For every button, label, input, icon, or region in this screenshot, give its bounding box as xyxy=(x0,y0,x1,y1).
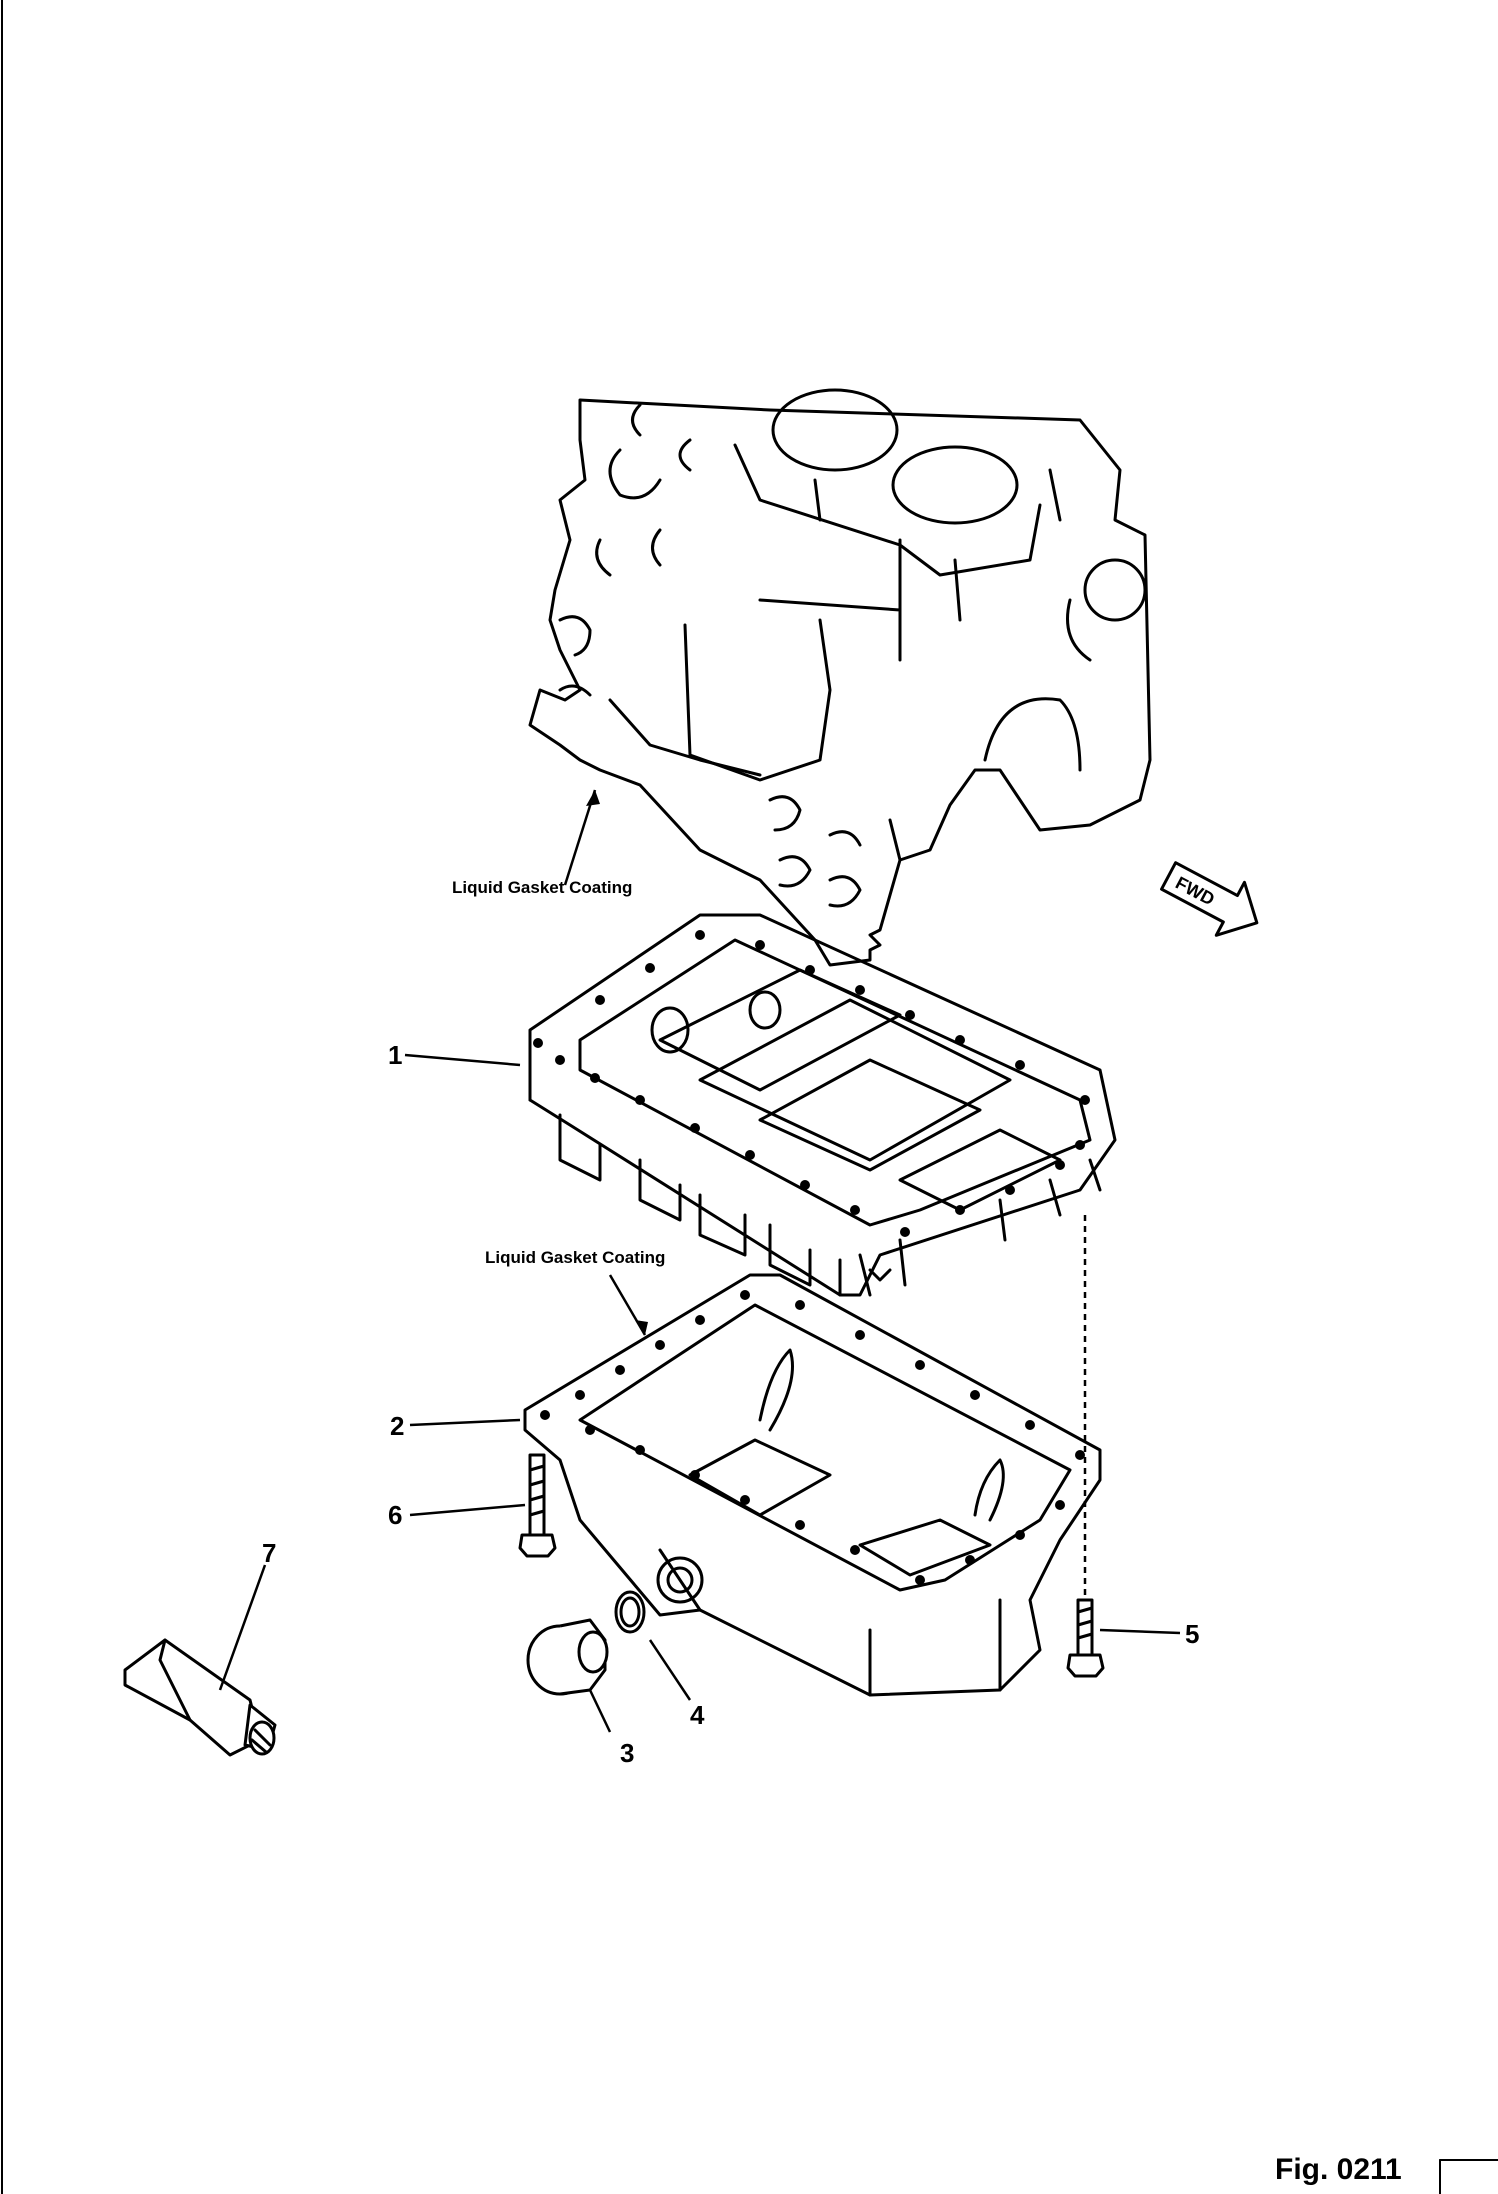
part-4-gasket xyxy=(614,1590,646,1634)
upper-coating-leader xyxy=(563,789,597,886)
upper-coating-note: Liquid Gasket Coating xyxy=(452,878,632,897)
callout-1: 1 xyxy=(388,1040,402,1070)
part-5-bolt xyxy=(1066,1598,1105,1678)
part-3-drain-plug xyxy=(526,1618,609,1696)
part-1-oil-pan-upper xyxy=(528,913,1117,1297)
part-1-bolt-holes xyxy=(533,930,1090,1237)
figure-label: Fig. 0211 xyxy=(1275,2153,1402,2186)
callout-2: 2 xyxy=(390,1411,404,1441)
callout-7: 7 xyxy=(262,1538,276,1568)
engine-block xyxy=(528,388,1152,967)
lower-coating-arrowhead xyxy=(635,1320,648,1335)
callout-5: 5 xyxy=(1185,1619,1199,1649)
callout-6: 6 xyxy=(388,1500,402,1530)
part-7-gasket-tube xyxy=(123,1638,277,1757)
part-6-bolt xyxy=(518,1453,557,1558)
upper-coating-arrowhead xyxy=(586,790,600,806)
lower-coating-note: Liquid Gasket Coating xyxy=(485,1248,665,1267)
callout-leaders xyxy=(218,1053,1181,1733)
part-2-oil-pan-lower xyxy=(523,1273,1102,1697)
fwd-arrow-icon: FWD xyxy=(1160,861,1259,937)
callout-3: 3 xyxy=(620,1738,634,1768)
part-2-bolt-holes xyxy=(540,1290,1085,1585)
callout-4: 4 xyxy=(690,1700,705,1730)
